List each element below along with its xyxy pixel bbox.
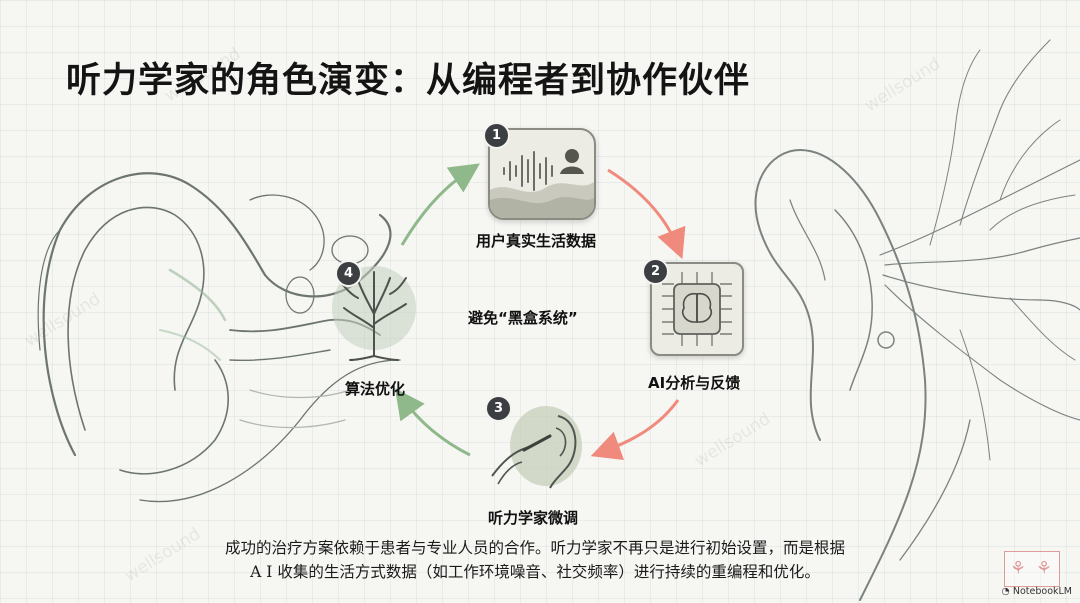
caption-line-1: 成功的治疗方案依赖于患者与专业人员的合作。听力学家不再只是进行初始设置，而是根据: [224, 539, 845, 557]
caption-line-2: A I 收集的生活方式数据（如工作环境噪音、社交频率）进行持续的重编程和优化。: [250, 563, 820, 581]
page-title: 听力学家的角色演变：从编程者到协作伙伴: [66, 61, 751, 101]
brand-text: NotebookLM: [1012, 586, 1072, 597]
stamp-seal: ⚘ ⚘: [1004, 551, 1060, 587]
notebooklm-brand: ◔ NotebookLM: [1002, 586, 1072, 597]
node-3-label: 听力学家微调: [488, 509, 579, 527]
step-badge: 2: [642, 258, 669, 285]
center-label: 避免“黑盒系统”: [468, 309, 578, 327]
step-badge: 3: [485, 395, 512, 422]
node-4-image: [328, 258, 420, 368]
notebooklm-logo-icon: ◔: [1001, 586, 1010, 597]
ear-adjust-icon: [491, 406, 582, 489]
arrow-1-to-2: [607, 168, 686, 260]
node-1-label: 用户真实生活数据: [476, 232, 597, 250]
node-2-label: AI分析与反馈: [648, 374, 741, 392]
caption: 成功的治疗方案依赖于患者与专业人员的合作。听力学家不再只是进行初始设置，而是根据…: [170, 536, 900, 584]
left-ear-anatomy-illustration: [37, 172, 401, 503]
ai-chip-brain-icon: [662, 272, 732, 346]
step-badge: 1: [483, 122, 510, 149]
waveform-user-icon: [490, 149, 594, 218]
arrow-2-to-3: [590, 399, 680, 460]
node-4-label: 算法优化: [345, 380, 406, 398]
right-ear-illustration: [754, 39, 1080, 601]
step-badge: 4: [335, 260, 362, 287]
node-3-image: [488, 400, 588, 492]
tree-icon: [332, 266, 416, 361]
arrow-3-to-4: [394, 388, 471, 457]
arrow-4-to-1: [400, 163, 480, 246]
